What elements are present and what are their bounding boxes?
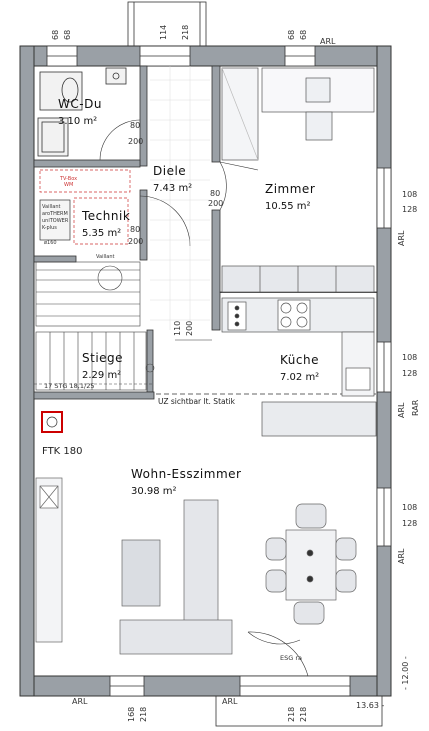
dim-top-68a: 68	[51, 30, 60, 40]
ftk-label: FTK 180	[42, 446, 83, 457]
zimmer-furniture	[221, 67, 375, 293]
room-area-stiege: 2.29 m²	[82, 370, 121, 381]
room-area-wc: 3.10 m²	[58, 116, 97, 127]
vaillant-line-3: uniTOWER	[42, 218, 69, 224]
dim-r-rar: RAR	[411, 399, 420, 416]
diele-tiles	[150, 66, 210, 330]
terrace-door-arc-2	[247, 631, 301, 645]
dim-door-80a: 80	[130, 121, 140, 130]
tv-label: TV-Box	[59, 176, 77, 182]
windows	[46, 1, 392, 727]
dim-r128a: 128	[402, 205, 417, 214]
dim-door-80c: 80	[130, 225, 140, 234]
dim-b-218b: 218	[287, 707, 296, 722]
zimmer-door-leaf	[219, 161, 259, 171]
misc-labels: FTK 180 UZ sichtbar lt. Statik 17 STG 18…	[42, 176, 302, 662]
room-area-wohn: 30.98 m²	[131, 486, 177, 497]
vaillant-line-4: K-plus	[42, 225, 57, 231]
inner-walls	[33, 65, 378, 400]
room-name-stiege: Stiege	[82, 351, 123, 365]
dim-b-arl2: ARL	[222, 697, 238, 706]
technik-fixtures	[39, 169, 131, 245]
room-name-technik: Technik	[81, 209, 130, 223]
room-labels: WC-Du 3.10 m² Diele 7.43 m² Zimmer 10.55…	[58, 97, 319, 497]
dim-door-200a: 200	[128, 137, 143, 146]
dim-r108a: 108	[402, 190, 417, 199]
dim-door-80b: 80	[210, 189, 220, 198]
wc-fixtures	[37, 67, 127, 157]
stairs	[34, 261, 155, 391]
room-name-zimmer: Zimmer	[265, 182, 315, 196]
dim-r-arl1: ARL	[397, 230, 406, 246]
dim-b-218a: 218	[139, 707, 148, 722]
dim-b-168: 168	[127, 707, 136, 722]
dim-r108c: 108	[402, 503, 417, 512]
room-name-kueche: Küche	[280, 353, 319, 367]
esg-label: ESG ra	[280, 654, 302, 662]
dim-top-68b: 68	[63, 30, 72, 40]
dim-r128b: 128	[402, 369, 417, 378]
dim-top-68d: 68	[299, 30, 308, 40]
room-name-wohn: Wohn-Esszimmer	[131, 467, 241, 481]
dim-b-1363: 13.63 -	[356, 701, 384, 710]
dim-door-200b: 200	[208, 199, 223, 208]
dim-top-68c: 68	[287, 30, 296, 40]
dimensions: 68 68 114 218 68 68 ARL 80 200 80 200 80…	[51, 25, 420, 722]
dim-door-110: 110	[173, 321, 182, 336]
room-area-technik: 5.35 m²	[82, 228, 121, 239]
wm-label: WM	[64, 182, 73, 188]
wc-door-arc	[99, 119, 141, 161]
vaillant2-label: Vaillant	[96, 254, 114, 260]
room-area-zimmer: 10.55 m²	[265, 201, 311, 212]
oe160-label: ø160	[44, 240, 57, 246]
room-area-kueche: 7.02 m²	[280, 372, 319, 383]
dim-r-1200: - 12.00 -	[401, 656, 410, 690]
dim-r128c: 128	[402, 519, 417, 528]
dim-door-200c: 200	[128, 237, 143, 246]
living-furniture	[35, 411, 357, 655]
dim-b-arl1: ARL	[72, 697, 88, 706]
vaillant-line-2: aroTHERM	[42, 211, 68, 217]
dim-door-200d: 200	[185, 321, 194, 336]
dim-top-114: 114	[159, 25, 168, 40]
room-name-diele: Diele	[153, 164, 186, 178]
zimmer-door-arc	[219, 161, 227, 211]
uz-label: UZ sichtbar lt. Statik	[158, 397, 236, 406]
technik-door-arc	[139, 195, 191, 247]
dim-r108b: 108	[402, 353, 417, 362]
dim-top-arl: ARL	[320, 37, 336, 46]
dim-r-arl2: ARL	[397, 402, 406, 418]
kitchen-fixtures	[221, 297, 377, 437]
dim-b-218c: 218	[299, 707, 308, 722]
vaillant-line-1: Vaillant	[42, 204, 60, 210]
room-name-wc: WC-Du	[58, 97, 102, 111]
dim-top-218: 218	[181, 25, 190, 40]
dim-r-arl3: ARL	[397, 548, 406, 564]
room-area-diele: 7.43 m²	[153, 183, 192, 194]
stair-note: 17 STG 18,1/25	[44, 382, 94, 390]
